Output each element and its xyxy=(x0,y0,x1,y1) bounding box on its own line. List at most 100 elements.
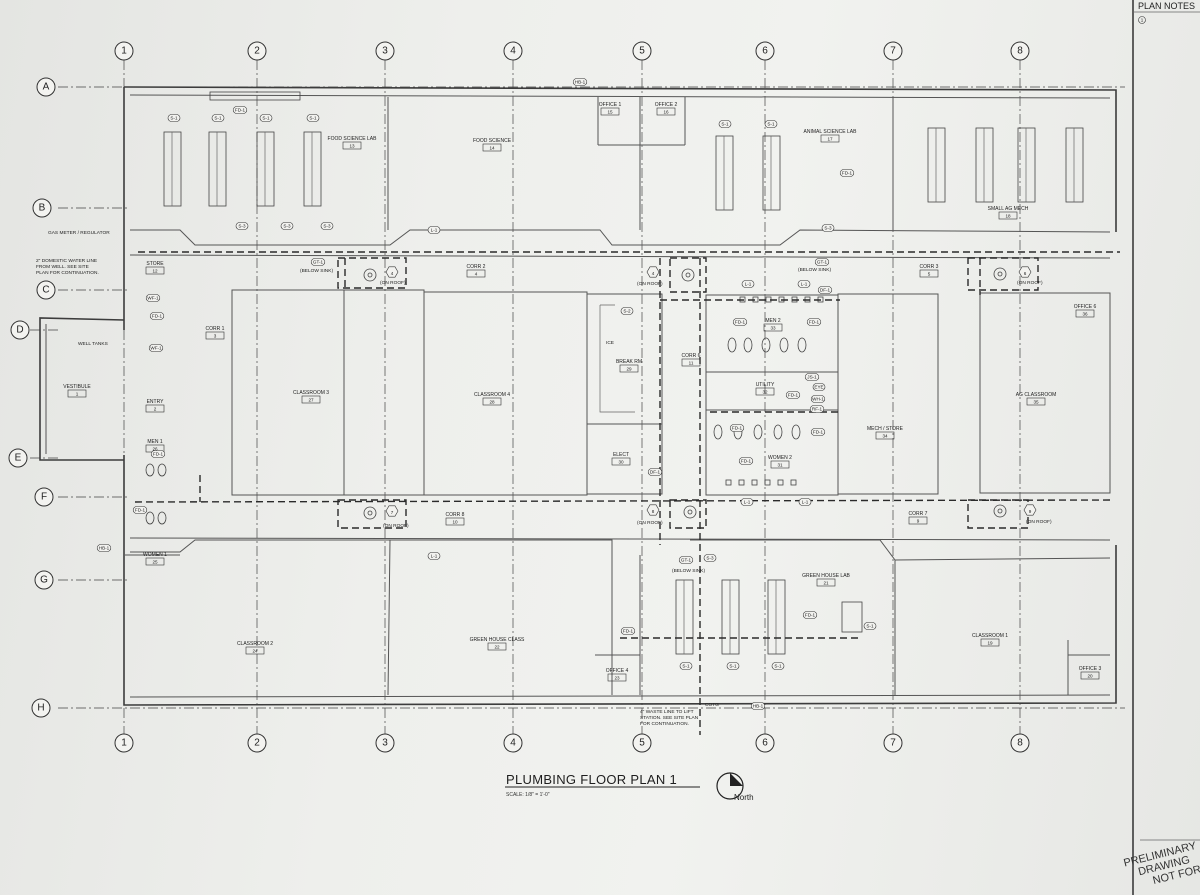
fixture-tag-label-s2: S-2 xyxy=(623,309,631,314)
room-name-classroom-4: CLASSROOM 4 xyxy=(474,392,510,398)
fixture-tag-label-eye: EYE xyxy=(814,385,823,390)
grid-lines xyxy=(30,60,1125,735)
fixture-tag-rf1 xyxy=(809,405,825,413)
room-number-classroom-1: 19 xyxy=(987,641,993,646)
room-name-green-house-lab: GREEN HOUSE LAB xyxy=(802,573,850,579)
fixture-tag-label-fd1: FD-1 xyxy=(153,452,164,457)
fixture-tag-label-s1: S-1 xyxy=(774,664,782,669)
fixture-tag-wf1 xyxy=(148,344,164,352)
fixture-tag-wh1 xyxy=(810,395,826,403)
grid-label-col-1: 1 xyxy=(121,46,127,57)
fixture-tag-hb1 xyxy=(572,78,588,86)
preliminary-stamp: PRELIMINARY DRAWING NOT FOR xyxy=(1123,840,1200,887)
fixture-tag-label-fd1: FD-1 xyxy=(152,314,163,319)
fixture-tag-fd1 xyxy=(785,391,801,399)
room-number-box xyxy=(919,269,939,278)
room-name-men-2: MEN 2 xyxy=(765,318,781,324)
room-number-box xyxy=(245,646,265,655)
plumbing-lines xyxy=(134,251,1120,735)
fixture-tag-fd1 xyxy=(132,506,148,514)
room-number-box xyxy=(145,404,165,413)
on-roof-note-2: (ON ROOF) xyxy=(637,281,663,287)
fixture-tag-label-s1: S-1 xyxy=(729,664,737,669)
room-number-box xyxy=(67,389,87,398)
room-name-mech-store: MECH / STORE xyxy=(867,426,904,432)
room-number-box xyxy=(619,364,639,373)
grid-label-col-7: 7 xyxy=(890,46,896,57)
room-number-office-6: 36 xyxy=(1082,312,1088,317)
room-number-classroom-2: 24 xyxy=(252,649,258,654)
north-rooms xyxy=(130,97,1111,246)
room-number-mech-store: 34 xyxy=(882,434,888,439)
on-roof-note-5: (ON ROOF) xyxy=(637,520,663,526)
room-number-box xyxy=(820,134,840,143)
room-number-food-science-lab: 13 xyxy=(349,144,355,149)
grid-bubble-col-3 xyxy=(375,733,395,753)
grid-bubble-row-G xyxy=(34,570,54,590)
fixture-tag-label-fd1: FD-1 xyxy=(735,320,746,325)
grid-label-row-F: F xyxy=(41,492,47,503)
plan-notes-title: PLAN NOTES xyxy=(1138,1,1195,11)
room-name-animal-science-lab: ANIMAL SCIENCE LAB xyxy=(804,129,858,135)
ice-note: ICE xyxy=(606,340,614,346)
room-number-corr-2: 4 xyxy=(475,272,478,277)
grid-bubble-col-1 xyxy=(114,733,134,753)
room-number-box xyxy=(607,673,627,682)
grid-bubble-row-F xyxy=(34,487,54,507)
fixture-tag-s1 xyxy=(259,114,273,122)
room-number-box xyxy=(681,358,701,367)
room-number-office-1: 15 xyxy=(607,110,613,115)
fixture-tag-s1 xyxy=(211,114,225,122)
fixture-tag-label-l1: L-1 xyxy=(802,500,809,505)
fixture-tag-fd1 xyxy=(150,450,166,458)
room-name-corr-2: CORR 2 xyxy=(467,264,486,270)
fixture-tag-wf1 xyxy=(145,294,161,302)
fixture-tag-label-fd1: FD-1 xyxy=(805,613,816,618)
fixture-tag-label-s1: S-1 xyxy=(170,116,178,121)
fixture-tag-fd1 xyxy=(732,318,748,326)
fixture-tag-label-s1: S-1 xyxy=(767,122,775,127)
fixture-tag-label-fd1: FD-1 xyxy=(788,393,799,398)
fixture-tag-l1 xyxy=(427,226,441,234)
fixture-tag-hb1 xyxy=(750,702,766,710)
room-number-men-1: 26 xyxy=(152,447,158,452)
sheet-border xyxy=(1132,0,1200,895)
roof-unit-tag xyxy=(646,266,660,278)
room-number-box xyxy=(1080,671,1100,680)
room-name-office-2: OFFICE 2 xyxy=(655,102,678,108)
grid-bubble-col-4 xyxy=(503,733,523,753)
room-name-classroom-1: CLASSROOM 1 xyxy=(972,633,1008,639)
roof-unit-number: 9 xyxy=(1029,509,1032,514)
fixture-tag-label-gt1: GT-1 xyxy=(313,260,324,265)
grid-bubble-row-A xyxy=(36,77,56,97)
room-number-box xyxy=(600,107,620,116)
grid-bubble-col-2 xyxy=(247,733,267,753)
room-number-elect: 30 xyxy=(618,460,624,465)
fixture-tag-df1 xyxy=(817,286,833,294)
fixture-tag-fd1 xyxy=(232,106,248,114)
below-sink-note-2: (BELOW SINK) xyxy=(798,267,831,273)
room-number-box xyxy=(466,269,486,278)
room-number-office-3: 20 xyxy=(1087,674,1093,679)
room-number-food-science: 14 xyxy=(489,146,495,151)
grid-label-row-D: D xyxy=(16,325,23,336)
room-name-corr-7: CORR 7 xyxy=(909,511,928,517)
fixture-tag-label-l1: L-1 xyxy=(745,282,752,287)
room-number-box xyxy=(611,457,631,466)
annotations: GAS METER / REGULATOR 2" DOMESTIC WATER … xyxy=(36,230,1052,727)
fixture-tag-gt1 xyxy=(678,556,694,564)
grid-label-col-5: 5 xyxy=(639,46,645,57)
room-number-corr-7: 9 xyxy=(917,519,920,524)
below-sink-note-3: (BELOW SINK) xyxy=(672,568,705,574)
room-name-women-2: WOMEN 2 xyxy=(768,455,792,461)
room-number-box xyxy=(763,323,783,332)
grid-label-col-2: 2 xyxy=(254,738,260,749)
grid-bubble-row-D xyxy=(10,320,30,340)
fixture-tag-label-hb1: HB-1 xyxy=(575,80,586,85)
grid-bubble-row-H xyxy=(31,698,51,718)
plan-scale: SCALE: 1/8" = 1'-0" xyxy=(506,792,550,798)
fixture-tag-s1 xyxy=(718,120,732,128)
room-number-classroom-4: 28 xyxy=(489,400,495,405)
fixture-tag-fd1 xyxy=(839,169,855,177)
